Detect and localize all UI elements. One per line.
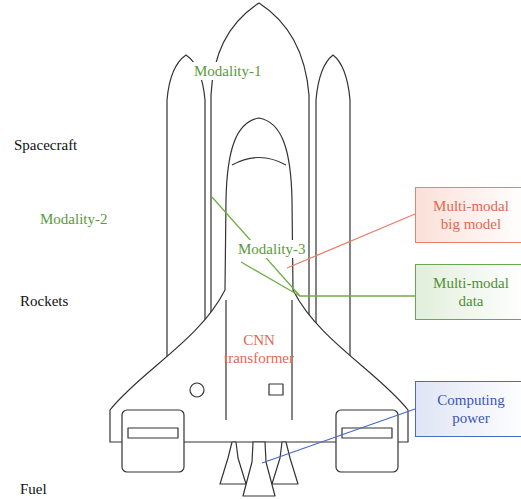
part-label: Modality-2 bbox=[38, 210, 110, 228]
right-engine-pod-inner bbox=[342, 428, 392, 438]
box-text: Computing power bbox=[430, 391, 512, 427]
part-label: Rockets bbox=[18, 292, 70, 310]
callout-box: Multi-modal data bbox=[415, 264, 521, 320]
orbiter-port bbox=[190, 383, 204, 397]
part-label: CNN transformer bbox=[215, 331, 303, 367]
nozzle-left bbox=[220, 442, 246, 484]
left-engine-pod bbox=[122, 410, 184, 472]
callout-box: Multi-modal big model bbox=[415, 187, 521, 243]
box-content: Multi-modal data bbox=[430, 274, 512, 310]
right-engine-pod bbox=[336, 410, 398, 472]
orbiter-body bbox=[110, 118, 408, 442]
box-content: Computing power bbox=[430, 391, 512, 427]
box-text: Multi-modal data bbox=[430, 274, 512, 310]
leader-line bbox=[262, 409, 415, 463]
leader-line bbox=[241, 262, 300, 296]
part-label: Fuel bbox=[18, 480, 49, 498]
orbiter-hatch bbox=[269, 384, 283, 395]
callout-box: Computing power bbox=[415, 381, 521, 437]
nozzle-center bbox=[243, 442, 275, 496]
left-engine-pod-inner bbox=[128, 428, 178, 438]
part-label: Spacecraft bbox=[12, 136, 79, 154]
part-label: Modality-3 bbox=[236, 240, 308, 258]
leader-line bbox=[212, 197, 415, 296]
nozzle-right bbox=[272, 442, 298, 484]
box-content: Multi-modal big model bbox=[430, 197, 512, 233]
box-text: Multi-modal big model bbox=[430, 197, 512, 233]
part-label: Modality-1 bbox=[192, 62, 264, 80]
cockpit-line bbox=[232, 158, 286, 166]
